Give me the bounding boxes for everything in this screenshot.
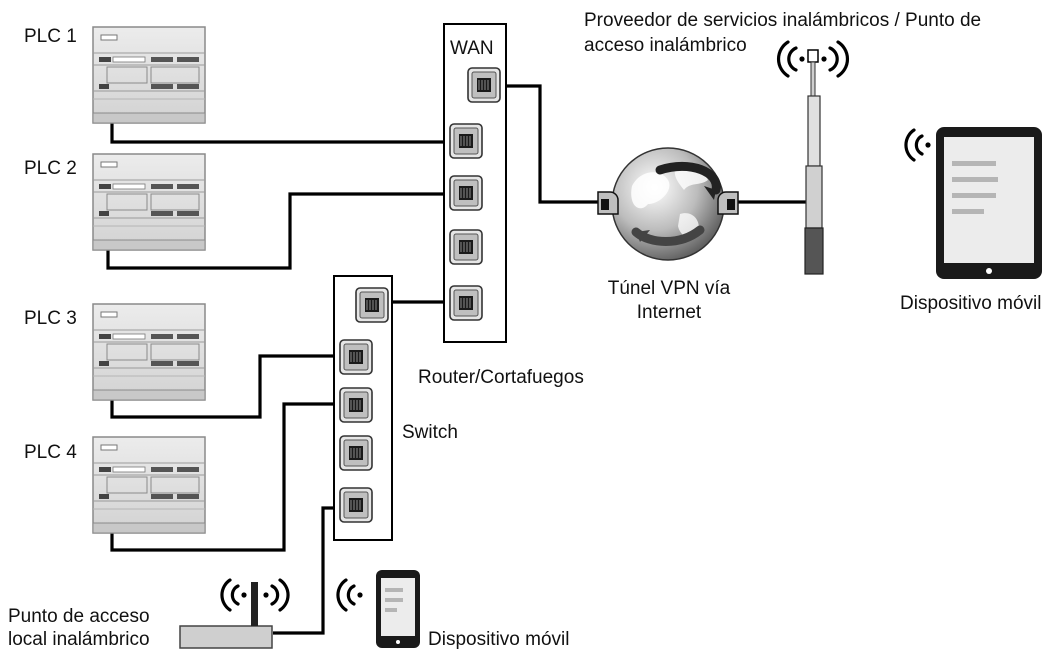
- cable-plc1-router: [110, 122, 446, 144]
- wireless-signal-icon: [220, 578, 290, 612]
- local-wireless-access-point: Punto de acceso local inalámbrico: [8, 578, 290, 650]
- plc-4-label: PLC 4: [24, 442, 77, 463]
- plc-2: PLC 2: [24, 153, 206, 251]
- wireless-signal-icon: [336, 578, 356, 612]
- plc-2-label: PLC 2: [24, 158, 77, 179]
- plc-1-label: PLC 1: [24, 26, 77, 47]
- local-ap-label-line1: Punto de acceso: [8, 606, 150, 627]
- provider-label-line1: Proveedor de servicios inalámbricos / Pu…: [584, 10, 981, 31]
- router-port-1: [449, 123, 483, 159]
- switch-port-2: [339, 387, 373, 423]
- cable-plc2-router: [106, 192, 446, 270]
- switch-port-4: [339, 487, 373, 523]
- wireless-signal-icon: [904, 128, 924, 162]
- vpn-label-line1: Túnel VPN vía: [608, 278, 731, 299]
- wireless-provider-tower: Proveedor de servicios inalámbricos / Pu…: [584, 10, 981, 275]
- mobile-device-remote: Dispositivo móvil: [900, 127, 1042, 314]
- vpn-label-line2: Internet: [637, 302, 702, 323]
- vpn-tunnel: Túnel VPN vía Internet: [597, 147, 739, 323]
- vpn-connector-left-icon: [597, 191, 619, 215]
- wan-label: WAN: [450, 38, 494, 59]
- plc-3: PLC 3: [24, 303, 206, 401]
- wireless-signal-icon: [777, 40, 849, 78]
- cable-plc3-switch: [110, 354, 338, 419]
- switch-label: Switch: [402, 422, 458, 443]
- vpn-connector-right-icon: [717, 191, 739, 215]
- local-ap-label-line2: local inalámbrico: [8, 629, 150, 650]
- router-port-3: [449, 229, 483, 265]
- mobile-local-label: Dispositivo móvil: [428, 629, 569, 650]
- mobile-device-local: Dispositivo móvil: [336, 570, 569, 650]
- router-port-4: [449, 285, 483, 321]
- plc-4: PLC 4: [24, 436, 206, 534]
- router-label: Router/Cortafuegos: [418, 367, 584, 388]
- cables: [106, 84, 808, 635]
- router-firewall: WAN Router/Cortafuegos: [418, 23, 584, 388]
- router-wan-port: [467, 67, 501, 103]
- cable-plc4-switch: [110, 402, 338, 552]
- mobile-remote-label: Dispositivo móvil: [900, 293, 1041, 314]
- provider-label-line2: acceso inalámbrico: [584, 35, 747, 56]
- plc-3-label: PLC 3: [24, 308, 77, 329]
- cable-ap-switch: [273, 506, 338, 635]
- plc-1: PLC 1: [24, 26, 206, 124]
- router-port-2: [449, 175, 483, 211]
- switch-port-1: [339, 339, 373, 375]
- network-switch: Switch: [333, 275, 458, 541]
- switch-port-3: [339, 435, 373, 471]
- switch-uplink-port: [355, 287, 389, 323]
- cable-wan-vpn: [502, 84, 600, 204]
